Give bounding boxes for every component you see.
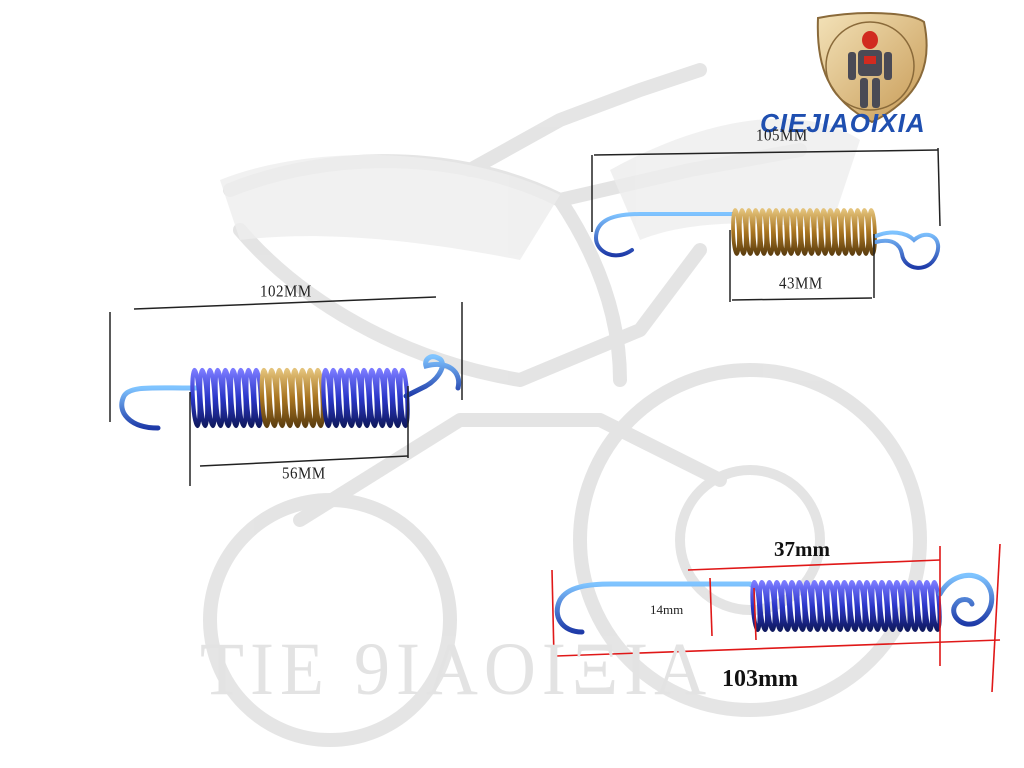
measure-105-tick-right	[937, 147, 941, 227]
measure-lines-red	[551, 543, 1001, 693]
spring-blue-coil	[750, 579, 942, 633]
measure-14-tick	[709, 577, 713, 637]
spring-gold-coil	[731, 208, 877, 256]
spring-gold-hook-left	[593, 212, 734, 258]
spring-blue-gold-coil	[190, 367, 410, 429]
label-coil-length-gold: 43MM	[779, 274, 823, 294]
measure-103-tick-right	[991, 543, 1001, 693]
measure-102-line	[133, 296, 437, 310]
measure-43-line	[731, 297, 873, 301]
label-total-length-gold: 105MM	[756, 126, 808, 146]
brand-logo-wordmark: CIEJIAOIXIA	[760, 108, 926, 139]
spring-blue-loop-right	[937, 572, 995, 627]
label-hook-length-blue: 14mm	[650, 602, 684, 617]
measure-37-tick-left	[753, 587, 757, 641]
measure-103-tick-left	[551, 569, 555, 659]
spring-blue	[554, 572, 995, 635]
brand-logo-text: CIEJIAOIXIA	[760, 108, 926, 138]
spring-blue-gold	[119, 354, 462, 431]
brand-logo-emblem	[816, 12, 928, 124]
measure-37-line	[687, 559, 941, 571]
measure-lines-black	[109, 147, 941, 486]
coil-turn	[867, 208, 877, 256]
spring-blue-gold-hook-left	[119, 385, 199, 431]
measure-103-line	[555, 639, 1001, 657]
measure-56-line	[199, 455, 409, 467]
spring-gold	[593, 208, 940, 270]
label-total-length-blue-gold: 102MM	[260, 282, 312, 302]
label-total-length-blue: 103mm	[722, 666, 798, 692]
spring-blue-hook-left	[554, 581, 759, 635]
spring-blue-gold-hook-right	[403, 354, 462, 399]
measure-105-line	[593, 149, 939, 156]
label-coil-length-blue-gold: 56MM	[282, 464, 326, 484]
label-coil-length-blue: 37mm	[774, 537, 830, 561]
watermark-text: TIE 9IAOIΞIA	[200, 626, 713, 711]
robot-icon	[848, 31, 892, 108]
spring-gold-loop-right	[874, 230, 940, 270]
coil-turn	[930, 579, 942, 633]
